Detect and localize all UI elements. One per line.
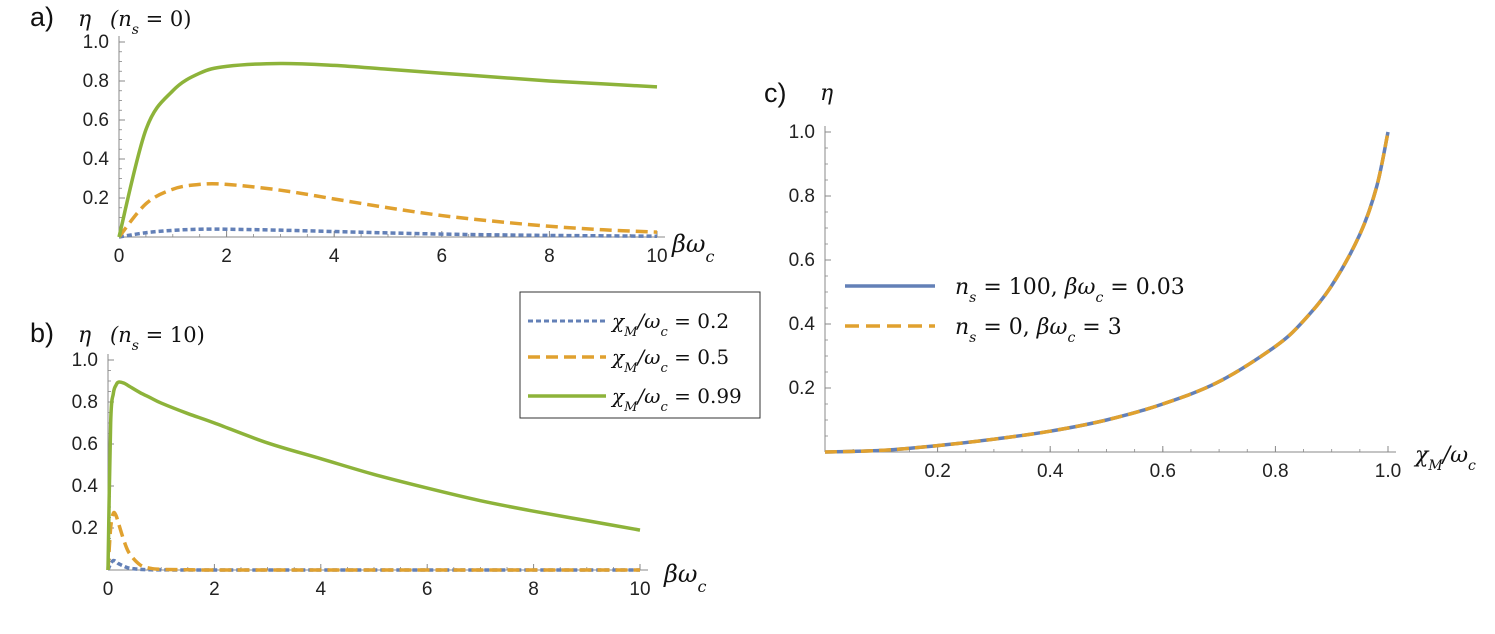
panel-a: a) η (ns = 0) 0.2 0.4 0.6 0.8 1.0 0 2 4 6 8 10 βωc [30, 2, 714, 267]
panel-c-x-tick-label: 1.0 [1375, 461, 1401, 482]
panel-b-series [106, 380, 641, 572]
panel-a-series-3 [117, 61, 658, 238]
panel-b-x-tick-label: 0 [103, 579, 114, 600]
panel-b-y-tick-label: 1.0 [72, 350, 98, 371]
panel-a-title: (ns = 0) [110, 7, 191, 38]
panel-b-series-2 [106, 510, 640, 572]
panel-a-x-tick-label: 10 [646, 246, 667, 267]
panel-b-x-tick-label: 8 [528, 579, 539, 600]
panel-a-y-tick-label: 1.0 [83, 32, 109, 53]
panel-a-y-tick-label: 0.6 [83, 110, 109, 131]
panel-c-y-tick-label: 0.6 [789, 250, 815, 271]
panel-a-y-tick-label: 0.2 [83, 188, 109, 209]
panel-b-title-eq: = 10) [139, 323, 205, 347]
panel-a-y-tick-label: 0.4 [83, 149, 110, 170]
legend-c-entry-1: ns = 100, βωc = 0.03 [955, 275, 1185, 306]
panel-c-x-tick-label: 0.2 [924, 461, 950, 482]
panel-a-title-n: n [118, 7, 132, 31]
panel-b-y-tick-label: 0.6 [72, 434, 98, 455]
panel-a-x-tick-label: 2 [221, 246, 232, 267]
panel-c-x-tick-label: 0.4 [1037, 461, 1064, 482]
panel-c-x-tick-label: 0.8 [1262, 461, 1288, 482]
panel-b-series-3 [106, 380, 641, 571]
panel-a-label: a) [30, 2, 54, 32]
panel-a-series [117, 61, 658, 239]
panel-b-x-tick-label: 2 [209, 579, 220, 600]
panel-b-x-tick-label: 4 [316, 579, 327, 600]
panel-c-y-tick-label: 0.2 [789, 378, 815, 399]
panel-b-y-tick-label: 0.2 [72, 518, 98, 539]
panel-c-x-tick-label: 0.6 [1150, 461, 1176, 482]
panel-a-x-tick-label: 8 [544, 246, 555, 267]
panel-a-title-sub: s [132, 22, 139, 38]
panel-b-title-n: n [118, 323, 132, 347]
panel-b-y-tick-label: 0.8 [72, 392, 98, 413]
panel-c-ylabel: η [820, 81, 833, 106]
panel-a-x-tick-label: 6 [437, 246, 448, 267]
panel-a-ylabel: η [78, 7, 91, 32]
panel-a-x-tick-label: 0 [114, 246, 125, 267]
panel-c-xlabel: χM/ωc [1413, 443, 1476, 474]
legend-ab: χM/ωc = 0.2 χM/ωc = 0.5 χM/ωc = 0.99 [519, 291, 761, 419]
panel-c-label: c) [764, 78, 787, 108]
panel-c-y-tick-label: 0.8 [789, 186, 815, 207]
panel-b-title-sub: s [132, 338, 139, 354]
panel-b-label: b) [30, 318, 54, 348]
panel-a-xlabel: βωc [671, 230, 714, 266]
panel-b-title: (ns = 10) [110, 323, 205, 354]
panel-c: c) η 0.2 0.4 0.6 0.8 1.0 0.2 0.4 0.6 0.8 1.0 χM/ω… [764, 78, 1476, 482]
panel-c-series [824, 131, 1390, 454]
panel-b-x-tick-label: 10 [629, 579, 650, 600]
panel-a-axes: 0.2 0.4 0.6 0.8 1.0 0 2 4 6 8 10 [83, 32, 668, 267]
panel-a-series-2 [117, 181, 658, 239]
panel-a-x-tick-label: 4 [329, 246, 340, 267]
panel-c-series-2 [824, 131, 1390, 454]
panel-c-y-tick-label: 0.4 [789, 314, 816, 335]
panel-c-y-tick-label: 1.0 [789, 122, 815, 143]
panel-a-title-eq: = 0) [139, 7, 192, 31]
panel-b-ylabel: η [78, 323, 91, 348]
panel-a-y-tick-label: 0.8 [83, 71, 109, 92]
panel-b-xlabel: βωc [663, 560, 706, 596]
panel-c-axes: 0.2 0.4 0.6 0.8 1.0 0.2 0.4 0.6 0.8 1.0 [789, 122, 1402, 482]
panel-b-y-tick-label: 0.4 [72, 476, 99, 497]
panel-b-x-tick-label: 6 [422, 579, 433, 600]
legend-c-entry-2: ns = 0, βωc = 3 [955, 315, 1122, 346]
